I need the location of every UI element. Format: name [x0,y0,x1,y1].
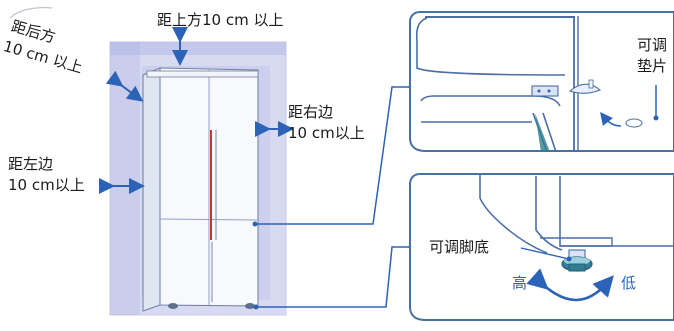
left-clearance-title: 距左边 [8,155,54,173]
adjustable-foot-label: 可调脚底 [429,238,490,256]
high-label: 高 [512,274,528,292]
fridge-illustration [142,67,259,312]
detail-panel-bottom [409,173,674,321]
low-label: 低 [621,274,637,292]
clearance-arrows [99,27,294,194]
adjustable-shim-label-line1: 可调 [637,36,668,54]
top-clearance-label: 距上方10 cm 以上 [157,11,284,29]
back-arrow-icon [105,70,144,102]
detail-panel-top [409,11,674,153]
right-clearance-title: 距右边 [288,103,334,121]
adjustable-shim-label-line2: 垫片 [637,57,668,75]
curved-arrow-icon [600,111,622,127]
left-clearance-value: 10 cm以上 [8,176,85,194]
right-clearance-value: 10 cm以上 [288,124,365,142]
curved-arrow-icon [526,268,614,302]
corner-decoration [9,6,53,19]
